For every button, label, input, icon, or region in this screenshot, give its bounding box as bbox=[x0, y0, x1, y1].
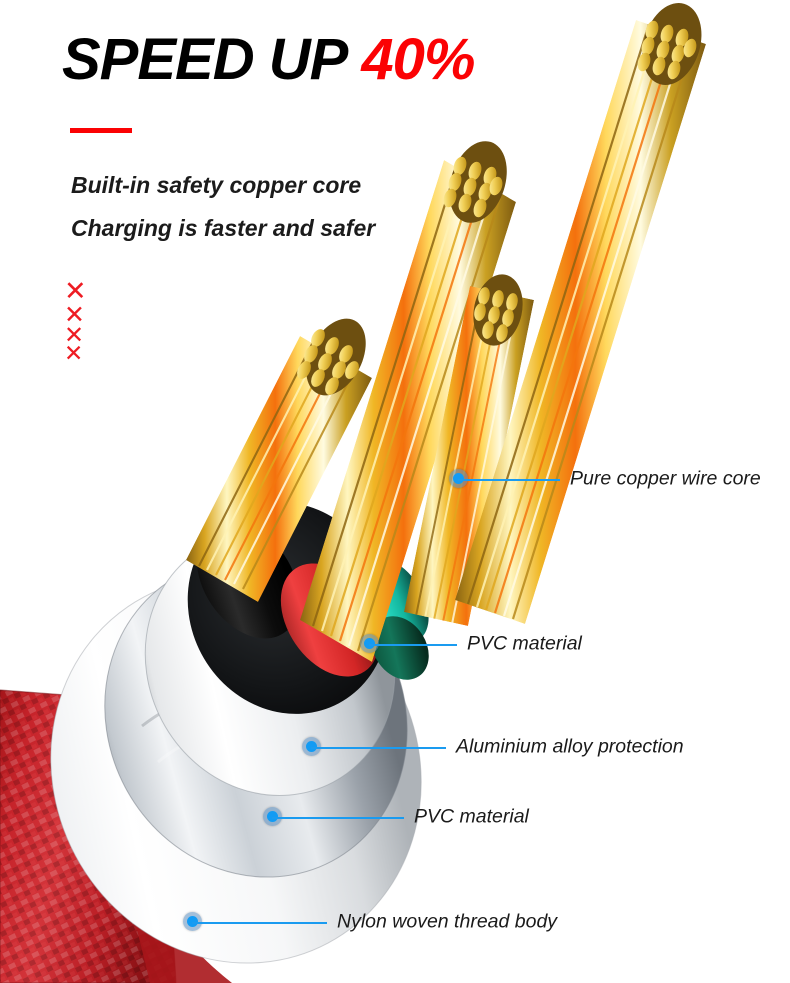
x-mark-icon: ✕ bbox=[64, 340, 84, 367]
callout-dot-icon bbox=[360, 634, 379, 653]
x-mark-icon: ✕ bbox=[64, 320, 85, 349]
x-mark-icon: ✕ bbox=[64, 276, 87, 307]
callout-pvc-material-outer: PVC material bbox=[263, 805, 622, 828]
copper-bundle-c-tip bbox=[473, 274, 523, 346]
callout-dot-icon bbox=[449, 469, 468, 488]
callout-label: Pure copper wire core bbox=[570, 467, 761, 490]
callout-leader-line bbox=[369, 644, 457, 646]
headline-accent: 40% bbox=[361, 27, 475, 92]
copper-bundle-b bbox=[300, 160, 516, 662]
copper-bundle-d-tip bbox=[637, 3, 702, 85]
callout-dot-icon bbox=[183, 912, 202, 931]
callout-pure-copper-wire-core: Pure copper wire core bbox=[449, 467, 761, 490]
callout-aluminium-alloy-protection: Aluminium alloy protection bbox=[302, 735, 711, 758]
headline-accent-bar bbox=[70, 128, 132, 133]
copper-bundle-c bbox=[404, 286, 534, 626]
callout-label: Aluminium alloy protection bbox=[456, 735, 684, 758]
copper-bundle-d bbox=[455, 20, 706, 624]
subheading-line-1: Built-in safety copper core bbox=[71, 172, 362, 198]
callout-label: PVC material bbox=[414, 805, 529, 828]
callout-dot-icon bbox=[302, 737, 321, 756]
callout-leader-line bbox=[272, 817, 404, 819]
callout-leader-line bbox=[458, 479, 560, 481]
copper-bundle-a-tip bbox=[297, 318, 366, 396]
subheading-line-2: Charging is faster and safer bbox=[71, 215, 376, 241]
headline-main: SPEED UP bbox=[62, 27, 348, 92]
callout-label: PVC material bbox=[467, 632, 582, 655]
x-mark-icon: ✕ bbox=[64, 299, 85, 329]
callout-leader-line bbox=[192, 922, 327, 924]
callout-dot-icon bbox=[263, 807, 282, 826]
copper-bundle-b-tip bbox=[443, 141, 507, 223]
callout-label: Nylon woven thread body bbox=[337, 910, 558, 933]
decorative-x-stack: ✕ ✕ ✕ ✕ bbox=[64, 276, 87, 367]
callout-nylon-woven-thread-body: Nylon woven thread body bbox=[183, 910, 592, 933]
copper-bundle-a bbox=[186, 336, 372, 602]
callout-leader-line bbox=[311, 747, 446, 749]
callout-pvc-material-inner: PVC material bbox=[360, 632, 669, 655]
